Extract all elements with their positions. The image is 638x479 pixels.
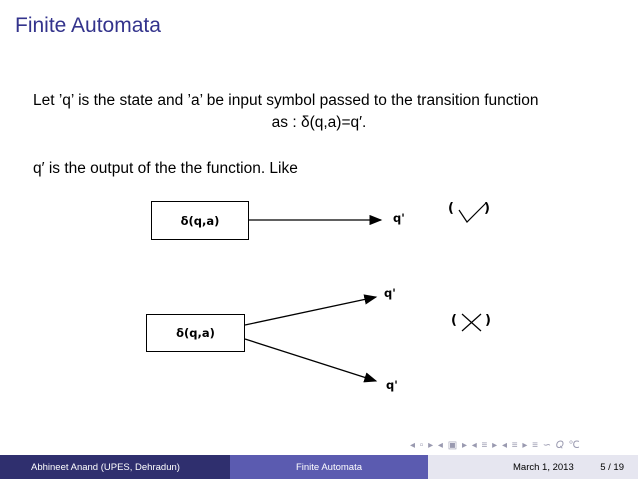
- beamer-navigation-icons[interactable]: ◂ ▫ ▸ ◂ ▣ ▸ ◂ ≡ ▸ ◂ ≡ ▸ ≡ ∽ 𝑄 ℃: [410, 440, 581, 451]
- footer-author: Abhineet Anand (UPES, Dehradun): [0, 455, 230, 479]
- state-q-prime-lower: q': [386, 378, 398, 392]
- slide-title: Finite Automata: [15, 14, 161, 37]
- definition-formula: as : δ(q,a)=q′.: [271, 114, 367, 131]
- paren-close: ): [484, 313, 491, 328]
- footer-page-number: 5 / 19: [600, 461, 624, 473]
- state-q-prime-single: q': [393, 211, 405, 225]
- footer-date: March 1, 2013: [513, 461, 574, 473]
- output-line: q′ is the output of the the function. Li…: [33, 160, 298, 177]
- definition-line: Let ’q’ is the state and ’a’ be input sy…: [33, 92, 539, 109]
- wrong-mark: (): [451, 313, 491, 328]
- transition-function-label: δ(q,a): [176, 326, 215, 340]
- arrow-to-q-lower: [244, 338, 378, 383]
- arrow-to-q-upper: [244, 294, 378, 326]
- correct-mark: (): [448, 201, 490, 216]
- paren-close: ): [483, 201, 490, 216]
- transition-function-label: δ(q,a): [180, 213, 220, 228]
- footer-bar: Abhineet Anand (UPES, Dehradun) Finite A…: [0, 455, 638, 479]
- paren-open: (: [448, 201, 454, 216]
- transition-function-box-nondeterministic: δ(q,a): [146, 314, 245, 352]
- footer-info: March 1, 2013 5 / 19: [428, 455, 638, 479]
- state-q-prime-upper: q': [384, 286, 396, 300]
- footer-topic: Finite Automata: [230, 455, 428, 479]
- transition-function-box-deterministic: δ(q,a): [151, 201, 249, 240]
- paren-open: (: [451, 313, 457, 328]
